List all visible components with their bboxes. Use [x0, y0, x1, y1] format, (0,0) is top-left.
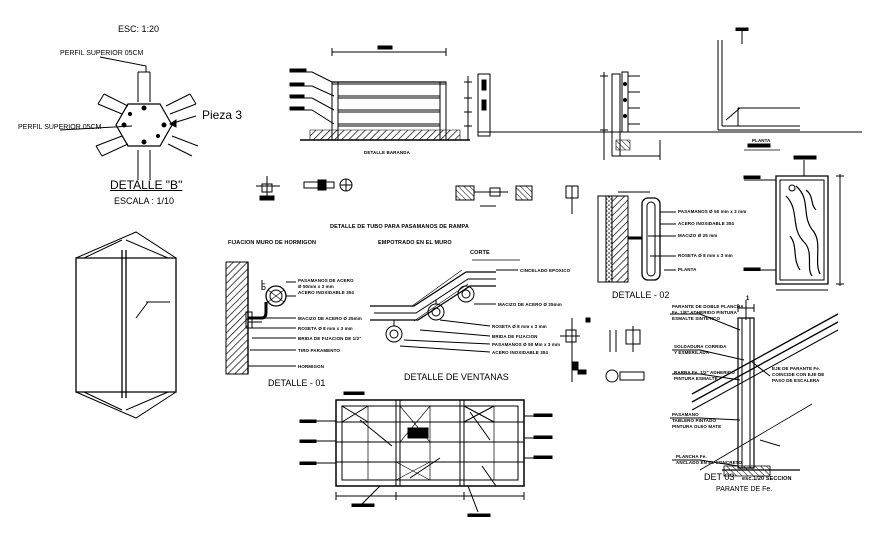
detalle-ventanas-grid	[300, 392, 552, 517]
emp-note-2: MACIZO DE ACERO Ø 25mm	[498, 302, 562, 307]
det03-dim-top: 1	[746, 296, 750, 302]
tube-detail-title: DETALLE DE TUBO PARA PASAMANOS DE RAMPA	[330, 224, 469, 230]
det03-note-1: PARANTE DE DOBLE PLANCHA	[672, 304, 744, 309]
d02-note-4: ROSETA Ø 8 mm x 3 mm	[678, 253, 733, 258]
det03-note-2: Fe. 1/8" ADHERIDO PINTURA	[672, 310, 737, 315]
detail-b-title: DETALLE "B"	[110, 178, 183, 192]
small-section-details	[560, 318, 644, 382]
d01-note-7: TIRO PARAMENTO	[298, 348, 340, 353]
emp-note-1: CINCELADO EPOXICO	[520, 268, 571, 273]
det03-note-13: PINTURA OLEO MATE	[672, 424, 722, 429]
d02-note-1: PASAMANOS Ø 50 mm x 3 mm	[678, 209, 747, 214]
det03-note-4: SOLDADURA CORRIDA	[674, 344, 727, 349]
planta-label: PLANTA	[752, 138, 771, 143]
det03-note-9: BARRA Fe. 1/2" ADHERIDO	[674, 370, 735, 375]
det-03-section	[670, 300, 838, 476]
vertical-panel-elevation	[76, 232, 176, 418]
detalle-01-number: 5	[261, 282, 267, 292]
fijacion-title: FIJACION MURO DE HORMIGON	[228, 240, 317, 246]
det03-note-8: PASO DE ESCALERA	[772, 378, 820, 383]
emp-note-5: PASAMANOS Ø 50 Mm x 3 mm	[492, 342, 561, 347]
detalle-02-title: DETALLE - 02	[612, 290, 670, 300]
d01-note-5: ROSETA Ø 8 mm x 3 mm	[298, 326, 353, 331]
hardware-fragments	[256, 176, 578, 214]
plan-corner-detail	[718, 28, 800, 150]
detail-b-piece-label: Pieza 3	[202, 108, 243, 122]
corte-label: CORTE	[470, 250, 490, 256]
det03-note-3: ESMALTE SINTETICO	[672, 316, 721, 321]
emp-note-4: BRIDA DE FIJACION	[492, 334, 538, 339]
baranda-title: DETALLE BARANDA	[364, 150, 410, 155]
d01-note-4: MACIZO DE ACERO Ø 25mm	[298, 316, 362, 321]
detalle-02-section	[598, 192, 676, 282]
detalle-01-title: DETALLE - 01	[268, 378, 326, 388]
detalle-01-wall-bracket	[226, 262, 296, 374]
empotrado-handrail	[370, 260, 520, 352]
det03-note-12: TABLERO PINTADO	[672, 418, 717, 423]
det03-note-15: ANCLADO EN EL CONCRETO	[676, 460, 743, 465]
det03-note-6: EJE DE PARANTE Fe.	[772, 366, 821, 371]
detail-b-star	[60, 57, 198, 180]
d02-note-3: MACIZO Ø 25 mm	[678, 233, 718, 238]
det03-note-10: PINTURA ESMALTE	[674, 376, 718, 381]
d01-note-6: BRIDA DE FIJACION DE 1/2"	[298, 336, 362, 341]
d01-note-2: Ø 50mm x 3 mm	[298, 284, 334, 289]
det03-note-5: Y ESMERILADA	[674, 350, 710, 355]
detail-b-label-top: PERFIL SUPERIOR 05CM	[60, 50, 144, 57]
scale-note-top: ESC: 1:20	[118, 24, 160, 34]
det03-subtitle: esc.1/20 SECCION	[742, 476, 792, 482]
d01-note-3: ACERO INOXIDABLE 304	[298, 290, 355, 295]
det03-note-11: PASAMANO	[672, 412, 699, 417]
d01-note-1: PASAMANOS DE ACERO	[298, 278, 354, 283]
det03-title: DET 03	[704, 472, 735, 482]
post-side-elevation	[600, 72, 660, 160]
decorative-wave-panel	[744, 156, 844, 290]
d02-note-2: ACERO INOXIDABLE 304	[678, 221, 735, 226]
ventanas-title: DETALLE DE VENTANAS	[404, 372, 509, 382]
detail-b-scale: ESCALA : 1/10	[114, 196, 175, 206]
det03-note-7: COINCIDE CON EJE DE	[772, 372, 825, 377]
detalle-baranda	[290, 46, 862, 140]
emp-note-6: ACERO INOXIDABLE 304	[492, 350, 549, 355]
detail-b-label-left: PERFIL SUPERIOR 05CM	[18, 124, 102, 131]
det03-caption: PARANTE DE Fe.	[716, 486, 773, 493]
d01-note-8: HORMIGON	[298, 364, 325, 369]
emp-note-3: ROSETA Ø 8 mm x 3 mm	[492, 324, 547, 329]
d02-note-5: PLANTA	[678, 267, 697, 272]
det03-note-14: PLANCHA Fe.	[676, 454, 707, 459]
empotrado-title: EMPOTRADO EN EL MURO	[378, 240, 452, 246]
